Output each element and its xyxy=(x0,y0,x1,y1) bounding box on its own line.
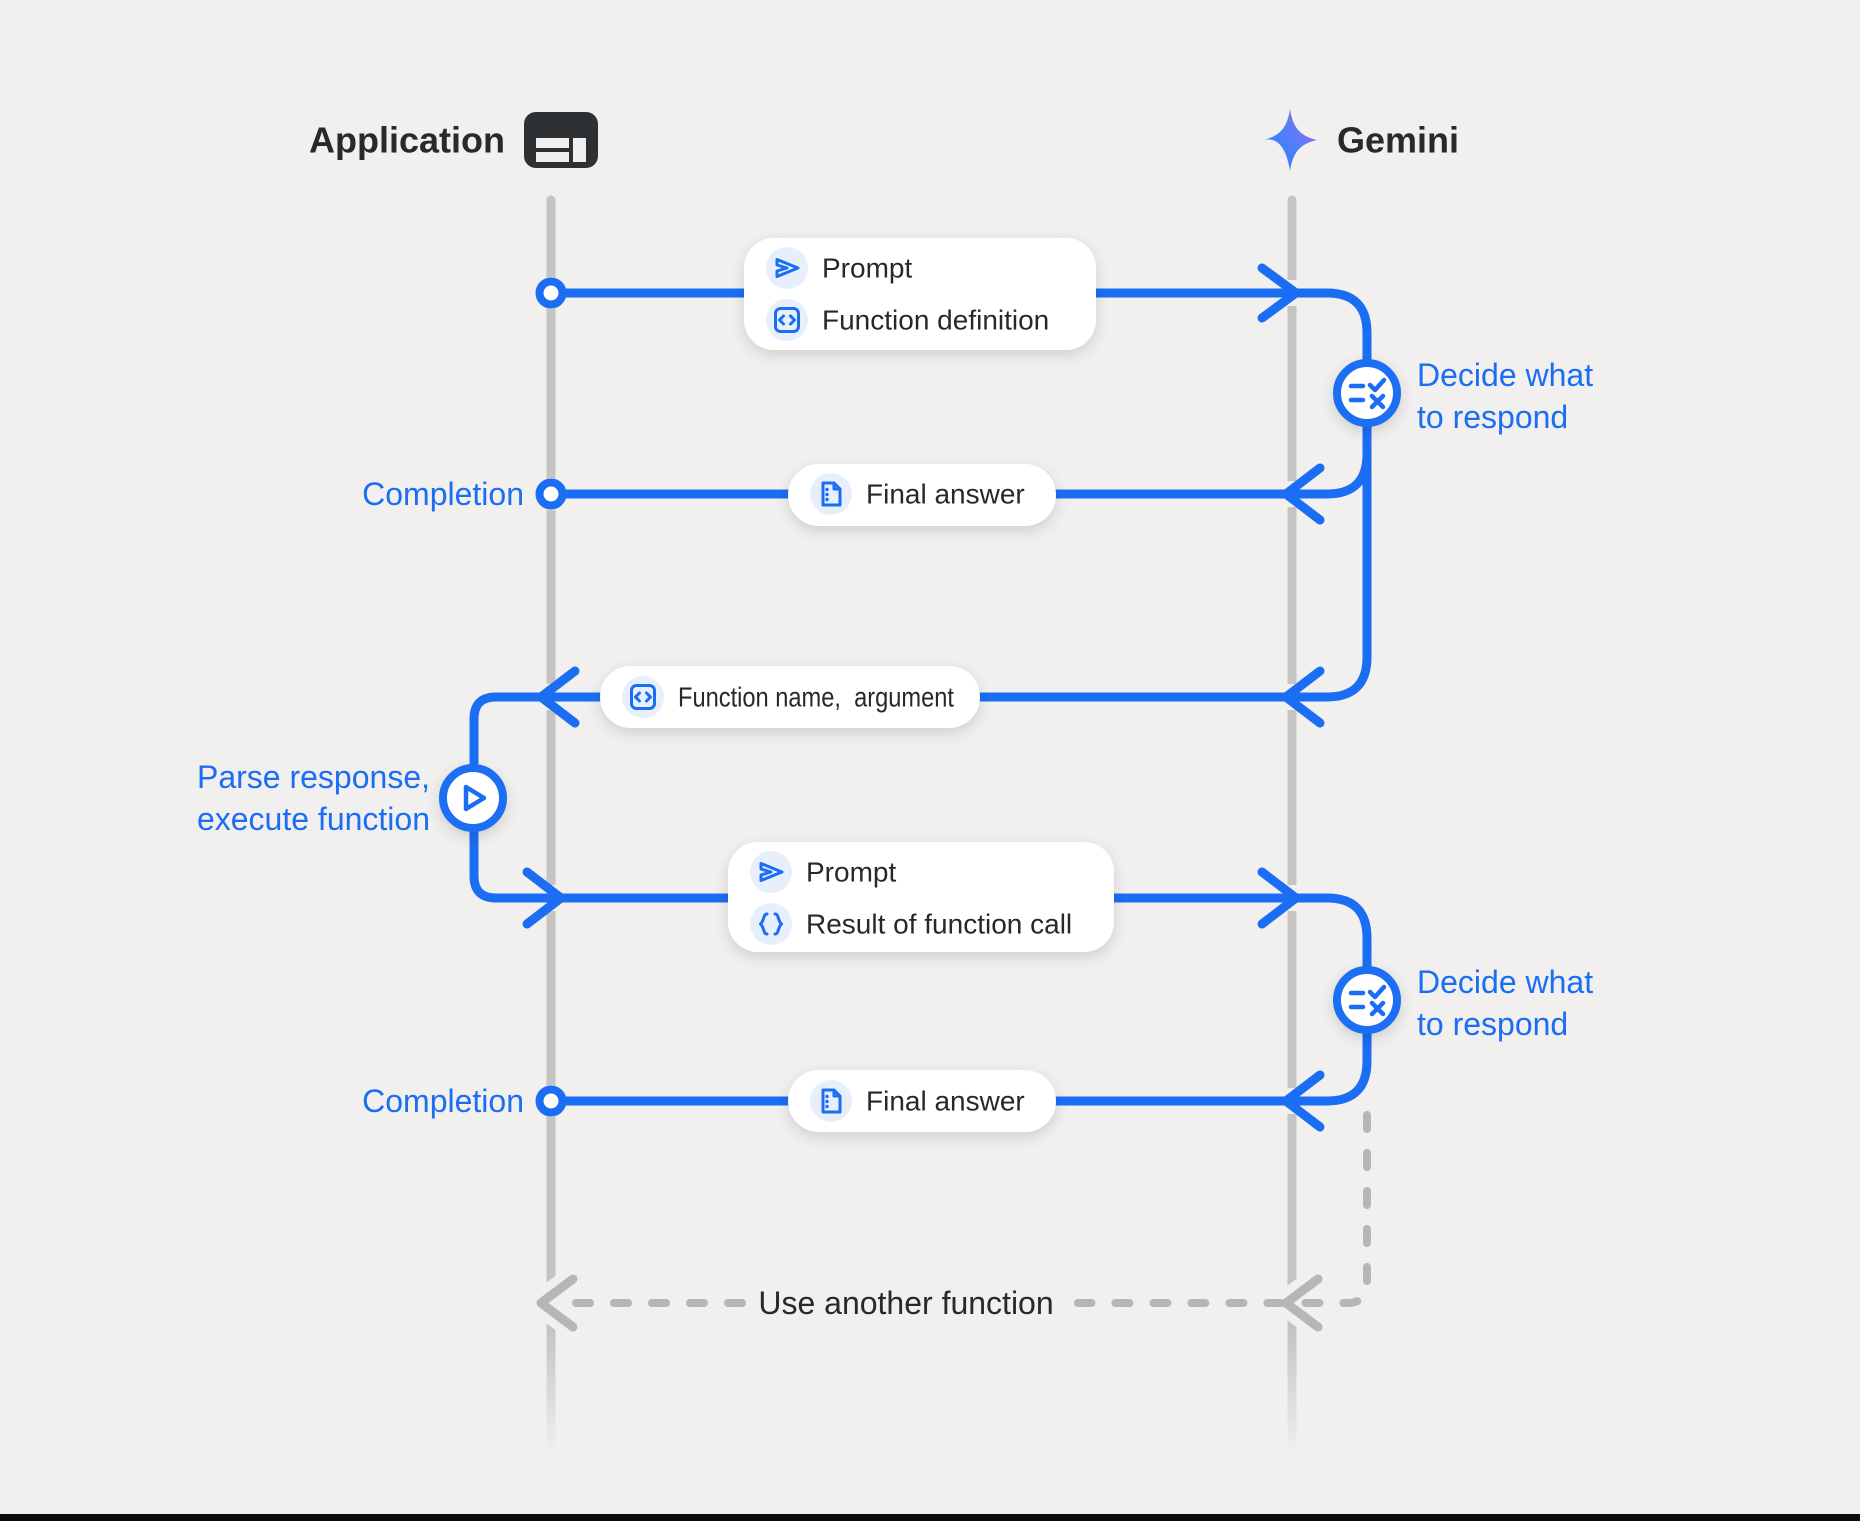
send-icon xyxy=(759,862,784,882)
request1-start-ring xyxy=(535,277,567,309)
request1-line xyxy=(546,288,1372,368)
completion2-line xyxy=(546,1025,1372,1106)
completion2-ring xyxy=(535,1085,567,1117)
completion1-arrowhead-gemini xyxy=(1281,463,1325,525)
parse-label-line2: execute function xyxy=(197,801,430,837)
completion1-line xyxy=(546,435,1372,499)
lifeline-fade xyxy=(1271,1330,1313,1455)
request2-arrowhead-gemini xyxy=(1257,867,1301,929)
lifeline-fade xyxy=(530,1330,572,1455)
decide1-label-line2: to respond xyxy=(1417,399,1568,435)
final-answer-pill-2: Final answer xyxy=(788,1070,1056,1132)
decide2-label-line2: to respond xyxy=(1417,1006,1568,1042)
request1-arrowhead xyxy=(1257,263,1301,323)
function-call-arrowhead-gemini xyxy=(1281,666,1325,728)
parse-label-line1: Parse response, xyxy=(197,759,430,795)
document-icon-badge xyxy=(810,473,852,515)
pill-background xyxy=(788,1070,1056,1132)
parse-line-in xyxy=(469,692,558,773)
rule-icon xyxy=(1348,984,1387,1017)
loop-dashed-line xyxy=(1074,1111,1371,1307)
play-icon xyxy=(463,784,487,812)
function-call-pill: Function name, argument xyxy=(600,666,980,728)
request2-item2-label: Result of function call xyxy=(806,909,1072,940)
gemini-star-icon xyxy=(1263,109,1317,171)
request2-line xyxy=(469,823,1372,975)
pill-background xyxy=(788,464,1056,526)
final-answer-label: Final answer xyxy=(866,1086,1025,1117)
pill-background xyxy=(744,238,1096,350)
decide1-label-line1: Decide what xyxy=(1417,357,1593,393)
request2-pill: Prompt Result of function call xyxy=(728,842,1114,952)
braces-icon-badge xyxy=(750,903,792,945)
app-window-icon xyxy=(524,112,598,168)
application-actor-label: Application xyxy=(309,120,505,161)
loop-arrowhead-gemini xyxy=(1281,1274,1323,1332)
decide2-label-line1: Decide what xyxy=(1417,964,1593,1000)
code-icon xyxy=(630,684,656,710)
completion1-label: Completion xyxy=(362,476,524,512)
loop-arrowhead-application xyxy=(536,1274,578,1332)
final-answer-label: Final answer xyxy=(866,479,1025,510)
braces-icon xyxy=(759,912,783,936)
document-icon-badge xyxy=(810,1080,852,1122)
request1-item2-label: Function definition xyxy=(822,305,1049,336)
bottom-border-bar xyxy=(0,1514,1860,1521)
parse-node xyxy=(439,764,507,832)
function-call-line xyxy=(540,418,1372,702)
decide-circle xyxy=(1333,966,1401,1034)
code-icon-badge xyxy=(766,299,808,341)
final-answer-pill-1: Final answer xyxy=(788,464,1056,526)
document-icon xyxy=(821,481,842,507)
decide-node-1 xyxy=(1333,359,1401,427)
code-icon xyxy=(774,307,800,333)
gemini-actor-label: Gemini xyxy=(1337,120,1459,161)
parse-circle xyxy=(439,764,507,832)
send-icon xyxy=(775,258,800,278)
document-icon xyxy=(821,1088,842,1114)
request1-pill: Prompt Function definition xyxy=(744,238,1096,350)
halo xyxy=(461,684,566,781)
function-call-label: Function name, argument xyxy=(678,682,954,713)
rule-icon xyxy=(1348,377,1387,410)
code-icon-badge xyxy=(622,676,664,718)
function-call-arrowhead-application xyxy=(536,666,580,728)
completion1-ring xyxy=(535,478,567,510)
loop-label: Use another function xyxy=(758,1285,1053,1321)
decide-circle xyxy=(1333,359,1401,427)
pill-background xyxy=(600,666,980,728)
request2-item1-label: Prompt xyxy=(806,857,896,888)
request1-item1-label: Prompt xyxy=(822,253,912,284)
lifeline-fade xyxy=(1346,1330,1388,1455)
completion2-arrowhead xyxy=(1281,1070,1325,1132)
decide-node-2 xyxy=(1333,966,1401,1034)
completion2-label: Completion xyxy=(362,1083,524,1119)
request2-arrowhead-application xyxy=(522,867,566,929)
pill-background xyxy=(728,842,1114,952)
